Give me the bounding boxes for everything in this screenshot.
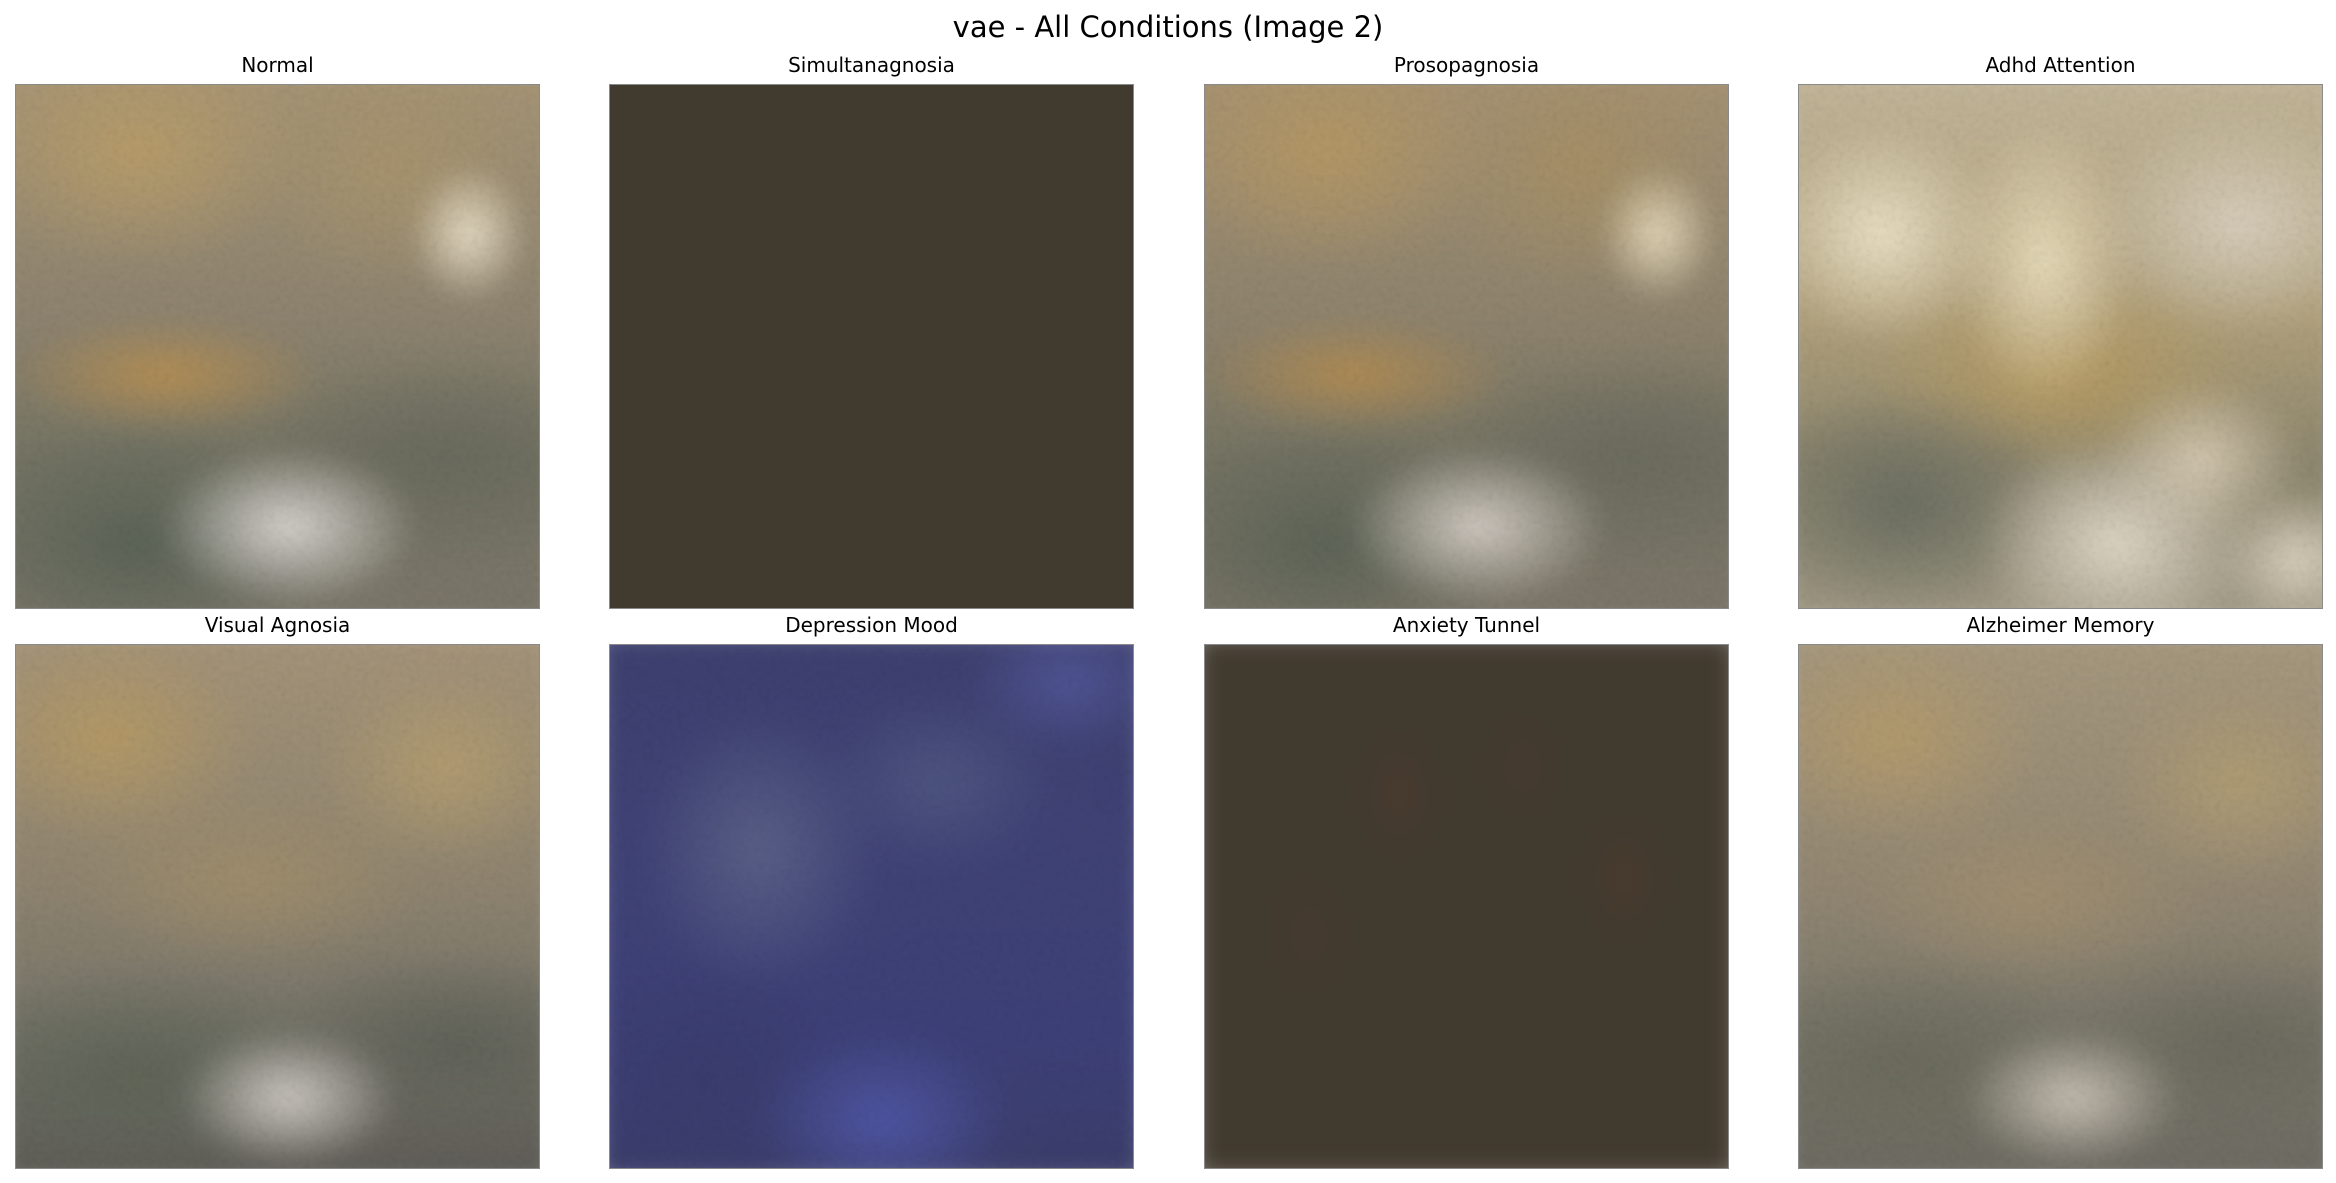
panel-title: Anxiety Tunnel	[1392, 613, 1541, 637]
reconstruction-image	[1798, 644, 2323, 1169]
panel-title: Prosopagnosia	[1393, 53, 1540, 77]
panel-title: Normal	[241, 53, 314, 77]
reconstruction-image	[1798, 84, 2323, 609]
figure-title: vae - All Conditions (Image 2)	[952, 10, 1384, 44]
panel-title: Adhd Attention	[1985, 53, 2136, 77]
panel-title: Depression Mood	[785, 613, 958, 637]
reconstruction-image	[1204, 644, 1729, 1169]
panel-title: Alzheimer Memory	[1966, 613, 2155, 637]
panel-title: Visual Agnosia	[204, 613, 351, 637]
reconstruction-image	[15, 84, 540, 609]
reconstruction-image	[15, 644, 540, 1169]
reconstruction-image	[1204, 84, 1729, 609]
panel-title: Simultanagnosia	[788, 53, 955, 77]
reconstruction-image	[609, 84, 1134, 609]
reconstruction-image	[609, 644, 1134, 1169]
